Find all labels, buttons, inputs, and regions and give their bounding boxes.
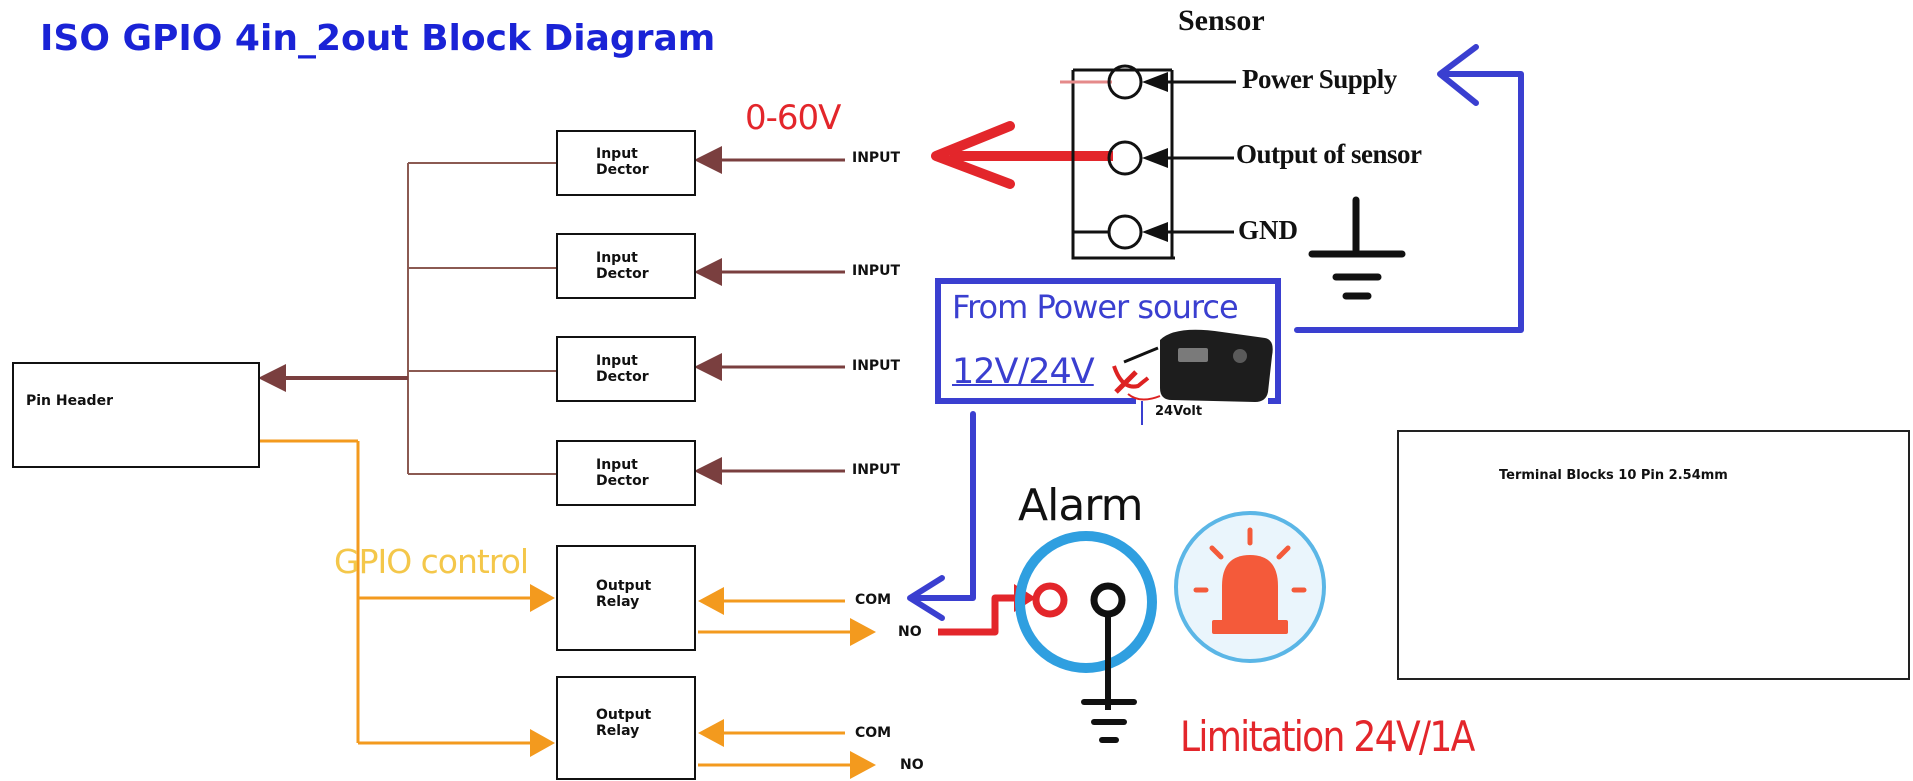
output-relay-block bbox=[556, 676, 696, 780]
output-relay-label: Output Relay bbox=[596, 707, 652, 739]
gpio-control-label: GPIO control bbox=[334, 542, 529, 581]
input-tree-lines bbox=[407, 162, 556, 475]
power-feedback-arrow bbox=[1294, 44, 1524, 333]
input-detector-block bbox=[556, 130, 696, 196]
terminal-blocks-label: Terminal Blocks 10 Pin 2.54mm bbox=[1499, 468, 1728, 483]
relay-no-label: NO bbox=[900, 757, 924, 773]
gpio-control-lines bbox=[260, 439, 850, 767]
red-input-arrow bbox=[931, 121, 1113, 189]
power-device-label: 24Volt bbox=[1155, 404, 1203, 419]
relay-com-label: COM bbox=[855, 725, 892, 741]
input-detector-label: Input Dector bbox=[596, 250, 649, 282]
input-detector-label: Input Dector bbox=[596, 353, 649, 385]
limitation-label: Limitation 24V/1A bbox=[1180, 712, 1475, 761]
header-arrowhead bbox=[258, 364, 286, 392]
diagram-title: ISO GPIO 4in_2out Block Diagram bbox=[40, 18, 716, 59]
input-arrows bbox=[694, 146, 845, 485]
input-detector-block bbox=[556, 336, 696, 402]
power-to-com-line bbox=[907, 411, 976, 621]
output-relay-label: Output Relay bbox=[596, 578, 652, 610]
sensor-gnd-label: GND bbox=[1238, 215, 1298, 245]
alarm-label: Alarm bbox=[1018, 480, 1143, 531]
pin-header-block bbox=[12, 362, 260, 468]
relay-no-label: NO bbox=[898, 624, 922, 640]
pin-header-label: Pin Header bbox=[26, 393, 113, 409]
sensor-power-supply-label: Power Supply bbox=[1242, 64, 1397, 94]
sensor-pins bbox=[1142, 72, 1236, 242]
input-detector-block bbox=[556, 233, 696, 299]
terminal-blocks-card: Terminal Blocks 10 Pin 2.54mm bbox=[1397, 430, 1910, 680]
input-detector-label: Input Dector bbox=[596, 457, 649, 489]
input-detector-label: Input Dector bbox=[596, 146, 649, 178]
no-to-alarm-line bbox=[938, 594, 1020, 636]
power-source-box bbox=[935, 278, 1281, 404]
ground-symbol-icon bbox=[1308, 196, 1406, 300]
sensor-output-label: Output of sensor bbox=[1236, 139, 1422, 169]
input-signal-label: INPUT bbox=[852, 358, 901, 374]
relay-com-label: COM bbox=[855, 592, 892, 608]
power-source-voltage: 12V/24V bbox=[952, 352, 1095, 392]
voltage-range-label: 0-60V bbox=[745, 98, 841, 138]
alarm-bell-icon bbox=[1015, 531, 1157, 743]
sensor-body bbox=[1060, 64, 1175, 260]
input-signal-label: INPUT bbox=[852, 462, 901, 478]
input-detector-block bbox=[556, 440, 696, 506]
power-source-title: From Power source bbox=[952, 288, 1239, 326]
battery-charger-icon bbox=[1112, 329, 1273, 402]
gpio-arrowheads bbox=[530, 584, 876, 779]
siren-icon bbox=[1174, 511, 1326, 663]
sensor-title: Sensor bbox=[1178, 4, 1265, 37]
input-signal-label: INPUT bbox=[852, 263, 901, 279]
input-signal-label: INPUT bbox=[852, 150, 901, 166]
output-relay-block bbox=[556, 545, 696, 651]
